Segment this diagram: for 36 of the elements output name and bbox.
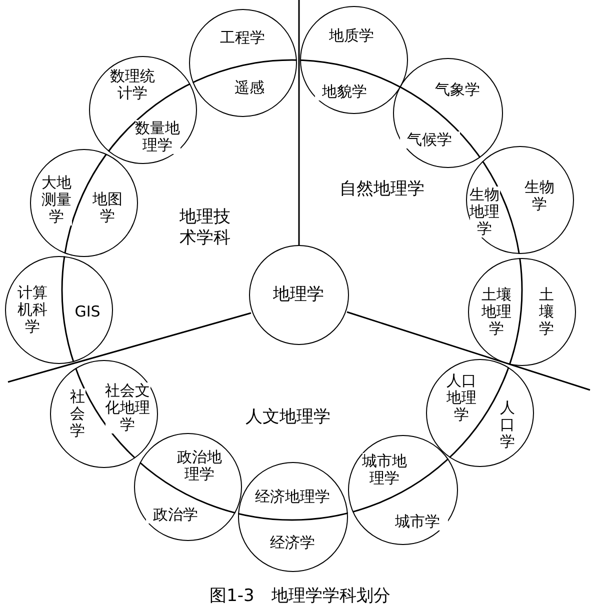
subject-circle <box>300 6 408 114</box>
subject-label: 大地测量学 <box>42 174 72 225</box>
subject-label: 土壤学 <box>539 286 554 337</box>
subject-label: 社会学 <box>70 388 85 439</box>
subject-circle <box>134 433 242 541</box>
subject-circle <box>348 435 458 545</box>
subject-circle <box>30 149 138 257</box>
subject-circle <box>466 146 574 254</box>
region-label: 地理技术学科 <box>178 207 232 249</box>
subject-label: 生物学 <box>524 178 554 212</box>
subject-circle <box>468 258 576 366</box>
subject-label: 生物地理学 <box>470 186 500 237</box>
subject-label: 城市地理学 <box>362 452 407 486</box>
subject-circle <box>89 56 197 164</box>
subject-label: 气候学 <box>400 131 460 148</box>
subject-circle <box>238 462 348 572</box>
subject-label: 人口地理学 <box>446 372 476 423</box>
subject-circle <box>426 359 534 467</box>
region-label: 人文地理学 <box>244 407 332 428</box>
subject-label: 社会文化地理学 <box>105 382 150 433</box>
subject-label: 地图学 <box>92 190 122 224</box>
subject-label: 政治地理学 <box>177 448 222 482</box>
region-label: 自然地理学 <box>338 179 426 200</box>
subject-label: 地理学 <box>273 286 324 303</box>
subject-label: 人口学 <box>500 399 515 450</box>
subject-label: 数量地理学 <box>135 120 180 154</box>
subject-label: 计算机科学 <box>18 284 48 335</box>
subject-circle <box>393 58 503 168</box>
figure-caption: 图1-3 地理学学科划分 <box>208 586 392 607</box>
subject-label: 数理统计学 <box>110 68 155 102</box>
subject-circle <box>50 360 158 468</box>
subject-circle <box>5 256 113 364</box>
subject-circle <box>189 9 297 117</box>
subject-label: 经济地理学 <box>252 488 332 505</box>
subject-circle <box>249 245 349 345</box>
subject-label: 土壤地理学 <box>482 286 512 337</box>
